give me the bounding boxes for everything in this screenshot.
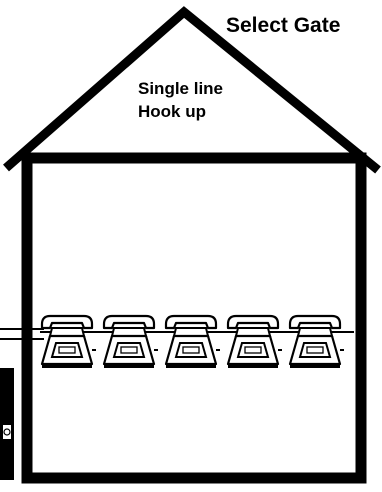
telephone-icon (42, 316, 96, 368)
hookup-label-line2: Hook up (138, 103, 206, 120)
telephone-icon (290, 316, 344, 368)
hookup-label-line1: Single line (138, 80, 223, 97)
telephone-icon (104, 316, 158, 368)
diagram-title: Select Gate (226, 15, 340, 36)
phones-row (42, 316, 344, 368)
telephone-icon (166, 316, 220, 368)
telephone-icon (228, 316, 282, 368)
wall-jack-box (0, 368, 14, 480)
